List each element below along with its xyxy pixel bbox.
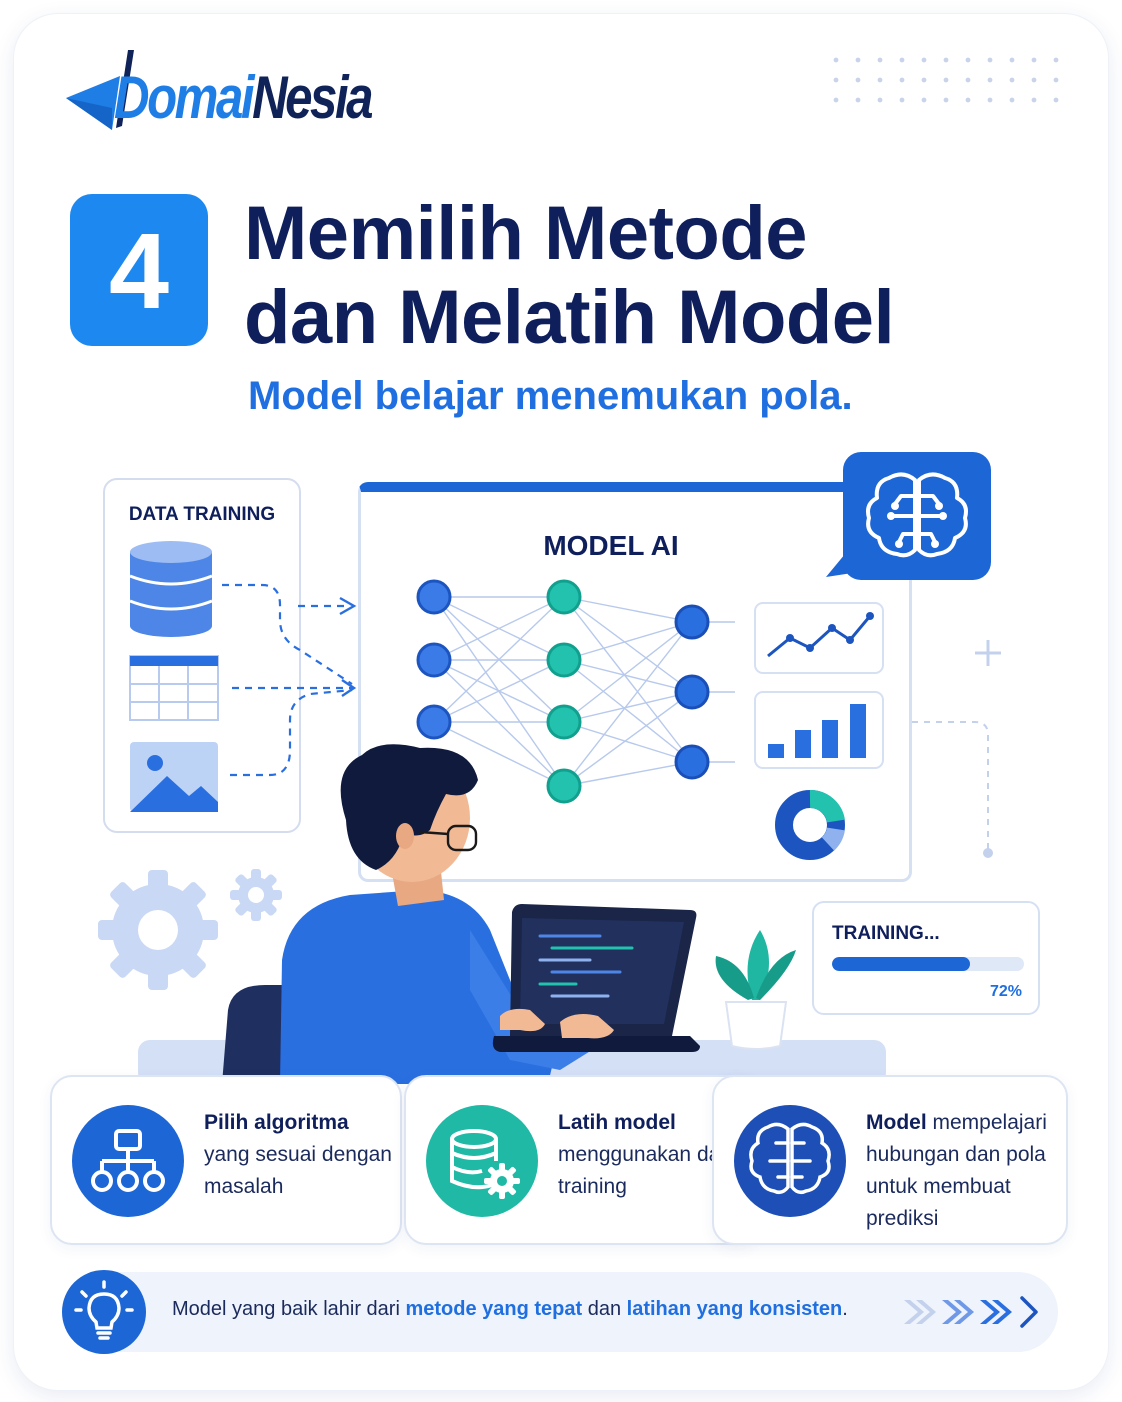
- feature-bold-train: Latih model: [558, 1111, 676, 1134]
- model-ai-title: MODEL AI: [543, 530, 679, 561]
- feature-text-predict: Model mempelajari hubungan dan pola untu…: [866, 1107, 1056, 1235]
- page-subtitle: Model belajar menemukan pola.: [248, 374, 853, 418]
- tip-part-2: dan: [582, 1298, 627, 1320]
- feature-rest-algorithm: yang sesuai dengan masalah: [204, 1143, 392, 1198]
- tip-highlight-2: latihan yang konsisten: [626, 1298, 843, 1320]
- logo-wordmark: DomaiNesia: [114, 58, 374, 138]
- feature-card-algorithm: Pilih algoritma yang sesuai dengan masal…: [50, 1075, 402, 1245]
- brain-icon: [734, 1105, 846, 1217]
- data-training-label: DATA TRAINING: [128, 504, 276, 525]
- data-flow-arrows: [222, 583, 353, 777]
- connector-dot: [983, 848, 993, 858]
- title-line-1: Memilih Metode: [244, 191, 808, 276]
- tip-highlight-1: metode yang tepat: [405, 1298, 583, 1320]
- feature-bold-predict: Model: [866, 1111, 927, 1134]
- tip-bar: Model yang baik lahir dari metode yang t…: [62, 1270, 1058, 1354]
- logo-arrow-icon: [66, 50, 134, 130]
- logo-word-2: Nesia: [252, 64, 373, 131]
- tip-part-1: Model yang baik lahir dari: [172, 1298, 406, 1320]
- feature-text-train: Latih model menggunakan data training: [558, 1107, 748, 1203]
- data-training-panel: DATA TRAINING: [103, 478, 301, 833]
- tip-text: Model yang baik lahir dari metode yang t…: [172, 1298, 848, 1321]
- plant-icon: [715, 930, 796, 1050]
- feature-card-train: Latih model menggunakan data training: [404, 1075, 760, 1245]
- logo-word-1: Domai: [114, 64, 255, 131]
- brain-icon: [866, 472, 968, 558]
- training-progress-card: TRAINING... 72%: [812, 901, 1040, 1015]
- dashed-connector: [912, 721, 989, 850]
- feature-text-algorithm: Pilih algoritma yang sesuai dengan masal…: [204, 1107, 394, 1203]
- arrow-heads: [339, 596, 357, 697]
- line-chart-icon: [754, 602, 884, 674]
- training-label: TRAINING...: [832, 923, 940, 944]
- table-icon: [129, 655, 219, 721]
- title-line-2: dan Melatih Model: [244, 275, 895, 360]
- plus-decoration: [975, 640, 1001, 666]
- page-title: Memilih Metode dan Melatih Model: [244, 192, 1024, 360]
- gear-icon-small: [230, 869, 282, 921]
- feature-rest-train: menggunakan data training: [558, 1143, 738, 1198]
- database-gear-icon: [426, 1105, 538, 1217]
- hierarchy-icon: [72, 1105, 184, 1217]
- feature-card-predict: Model mempelajari hubungan dan pola untu…: [712, 1075, 1068, 1245]
- feature-cards: Pilih algoritma yang sesuai dengan masal…: [50, 1075, 1068, 1245]
- training-percent: 72%: [989, 983, 1022, 1000]
- lightbulb-icon: [62, 1270, 146, 1354]
- feature-bold-algorithm: Pilih algoritma: [204, 1111, 349, 1134]
- chevron-right-icon: [904, 1296, 1038, 1328]
- donut-chart-icon: [775, 790, 845, 860]
- dot-grid-decoration: [833, 57, 1059, 103]
- laptop-icon: [492, 904, 700, 1052]
- person-illustration: [280, 744, 600, 1084]
- step-number-badge: 4: [70, 194, 208, 346]
- database-icon: [129, 541, 213, 637]
- gear-icon-large: [98, 870, 218, 990]
- hands: [500, 1008, 614, 1039]
- training-progress-track: [832, 957, 1024, 971]
- feature-rest-predict: mempelajari hubungan dan pola untuk memb…: [866, 1111, 1047, 1230]
- neural-network: [416, 579, 735, 804]
- image-icon: [130, 742, 218, 812]
- bar-chart-icon: [754, 691, 884, 769]
- domainesia-logo: DomaiNesia: [62, 48, 422, 138]
- training-progress-fill: [832, 957, 971, 971]
- brain-badge: [843, 452, 991, 580]
- tip-part-3: .: [842, 1298, 848, 1320]
